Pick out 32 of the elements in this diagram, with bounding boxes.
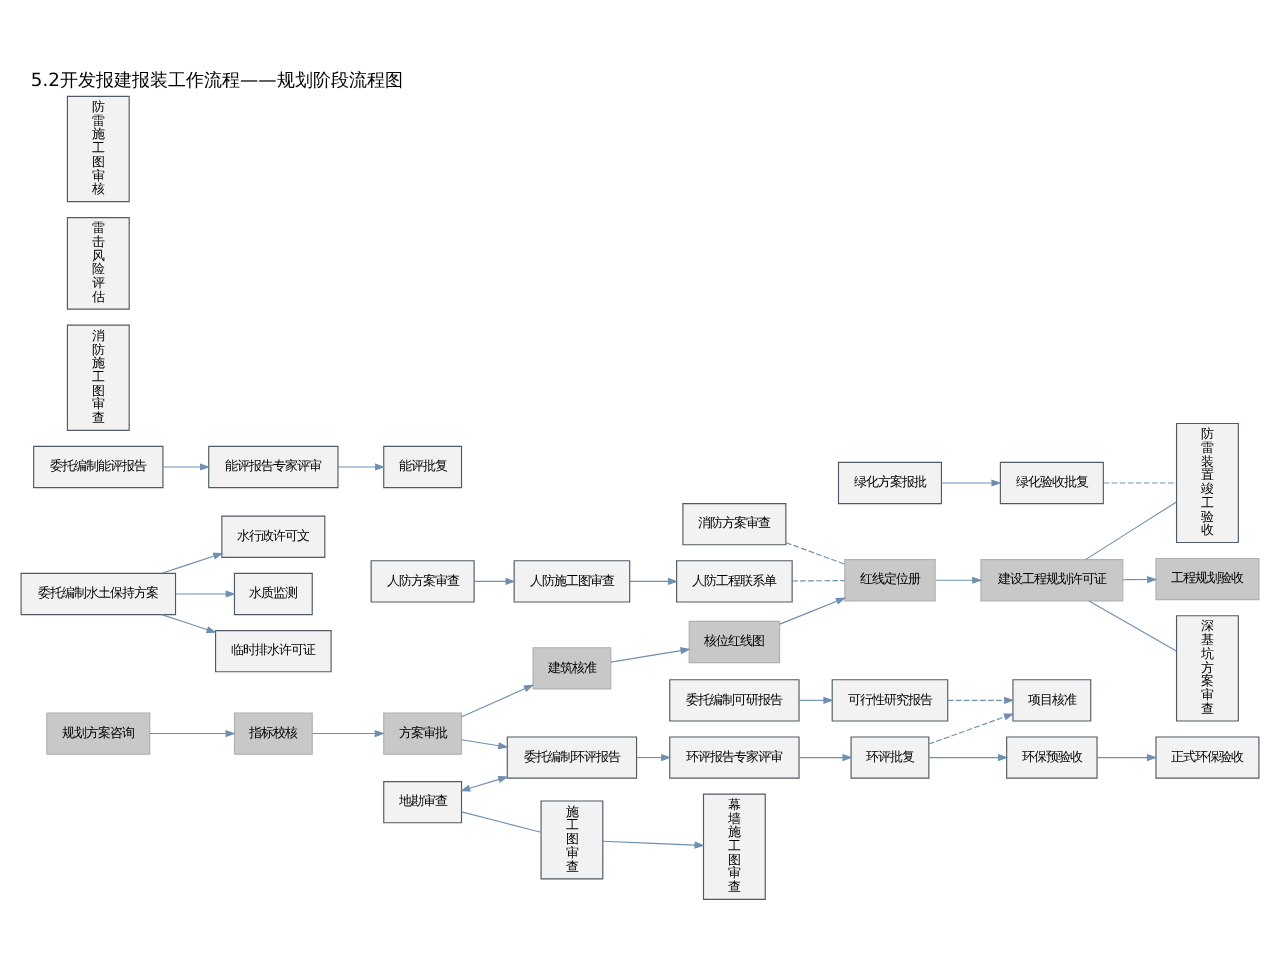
connector	[1103, 481, 1177, 483]
arrow	[1096, 752, 1158, 761]
arrow	[935, 575, 983, 583]
arrow	[175, 589, 236, 597]
arrow	[928, 712, 1015, 744]
arrow	[460, 775, 509, 791]
arrow	[311, 728, 385, 737]
arrow	[161, 613, 217, 632]
arrow	[1122, 574, 1158, 583]
diagram-title: 5.2开发报建报装工作流程——规划阶段流程图	[30, 70, 403, 91]
arrow	[162, 462, 211, 470]
arrow	[461, 683, 535, 717]
arrow	[798, 695, 834, 703]
arrow	[337, 462, 386, 470]
connector	[791, 579, 845, 581]
connector	[785, 541, 845, 564]
arrow	[636, 752, 672, 761]
arrow	[928, 752, 1009, 761]
arrow	[161, 551, 224, 573]
arrow	[798, 752, 853, 761]
connector	[1088, 599, 1177, 651]
connector	[1084, 500, 1177, 560]
arrow	[947, 695, 1015, 703]
connector	[461, 810, 542, 832]
arrow	[629, 576, 679, 584]
arrow	[779, 596, 847, 624]
arrow	[610, 646, 691, 662]
arrow	[602, 839, 705, 848]
arrow	[461, 738, 509, 749]
arrow	[941, 478, 1002, 486]
arrow	[473, 576, 516, 584]
arrow	[149, 728, 236, 737]
